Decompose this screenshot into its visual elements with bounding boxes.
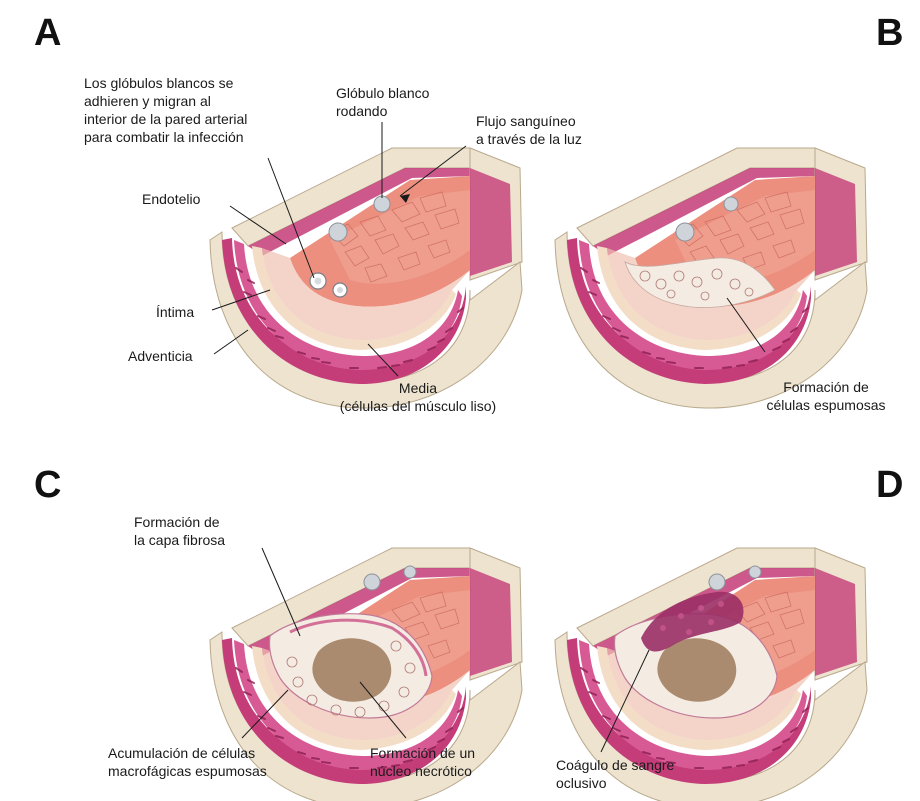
label-intima: Íntima — [156, 303, 194, 321]
panel-a — [210, 122, 522, 408]
panel-b — [555, 148, 867, 408]
label-blood-flow: Flujo sanguíneo a través de la luz — [476, 112, 582, 148]
white-blood-cell-icon — [676, 223, 694, 241]
white-blood-cell-icon — [709, 574, 725, 590]
white-blood-cell-icon — [404, 566, 416, 578]
white-blood-cell-icon — [724, 197, 738, 211]
label-fibrous-cap: Formación de la capa fibrosa — [134, 513, 225, 549]
artery-illustration-a — [210, 148, 522, 408]
white-blood-cell-icon — [364, 574, 380, 590]
label-necrotic-core: Formación de un núcleo necrótico — [370, 744, 475, 780]
label-clot: Coágulo de sangre oclusivo — [556, 756, 674, 792]
label-adventitia: Adventicia — [128, 347, 193, 365]
label-endothelium: Endotelio — [142, 190, 200, 208]
label-foam-accumulation: Acumulación de células macrofágicas espu… — [108, 744, 267, 780]
white-blood-cell-icon — [749, 566, 761, 578]
label-media: Media (células del músculo liso) — [300, 379, 536, 415]
panel-letter-a: A — [34, 14, 61, 52]
panel-letter-c: C — [34, 466, 61, 504]
label-wbc-rolling: Glóbulo blanco rodando — [336, 84, 429, 120]
panel-letter-d: D — [876, 466, 903, 504]
label-foam-cells: Formación de células espumosas — [746, 378, 906, 414]
panel-letter-b: B — [876, 14, 903, 52]
label-wbc-adhere: Los glóbulos blancos se adhieren y migra… — [84, 74, 247, 146]
